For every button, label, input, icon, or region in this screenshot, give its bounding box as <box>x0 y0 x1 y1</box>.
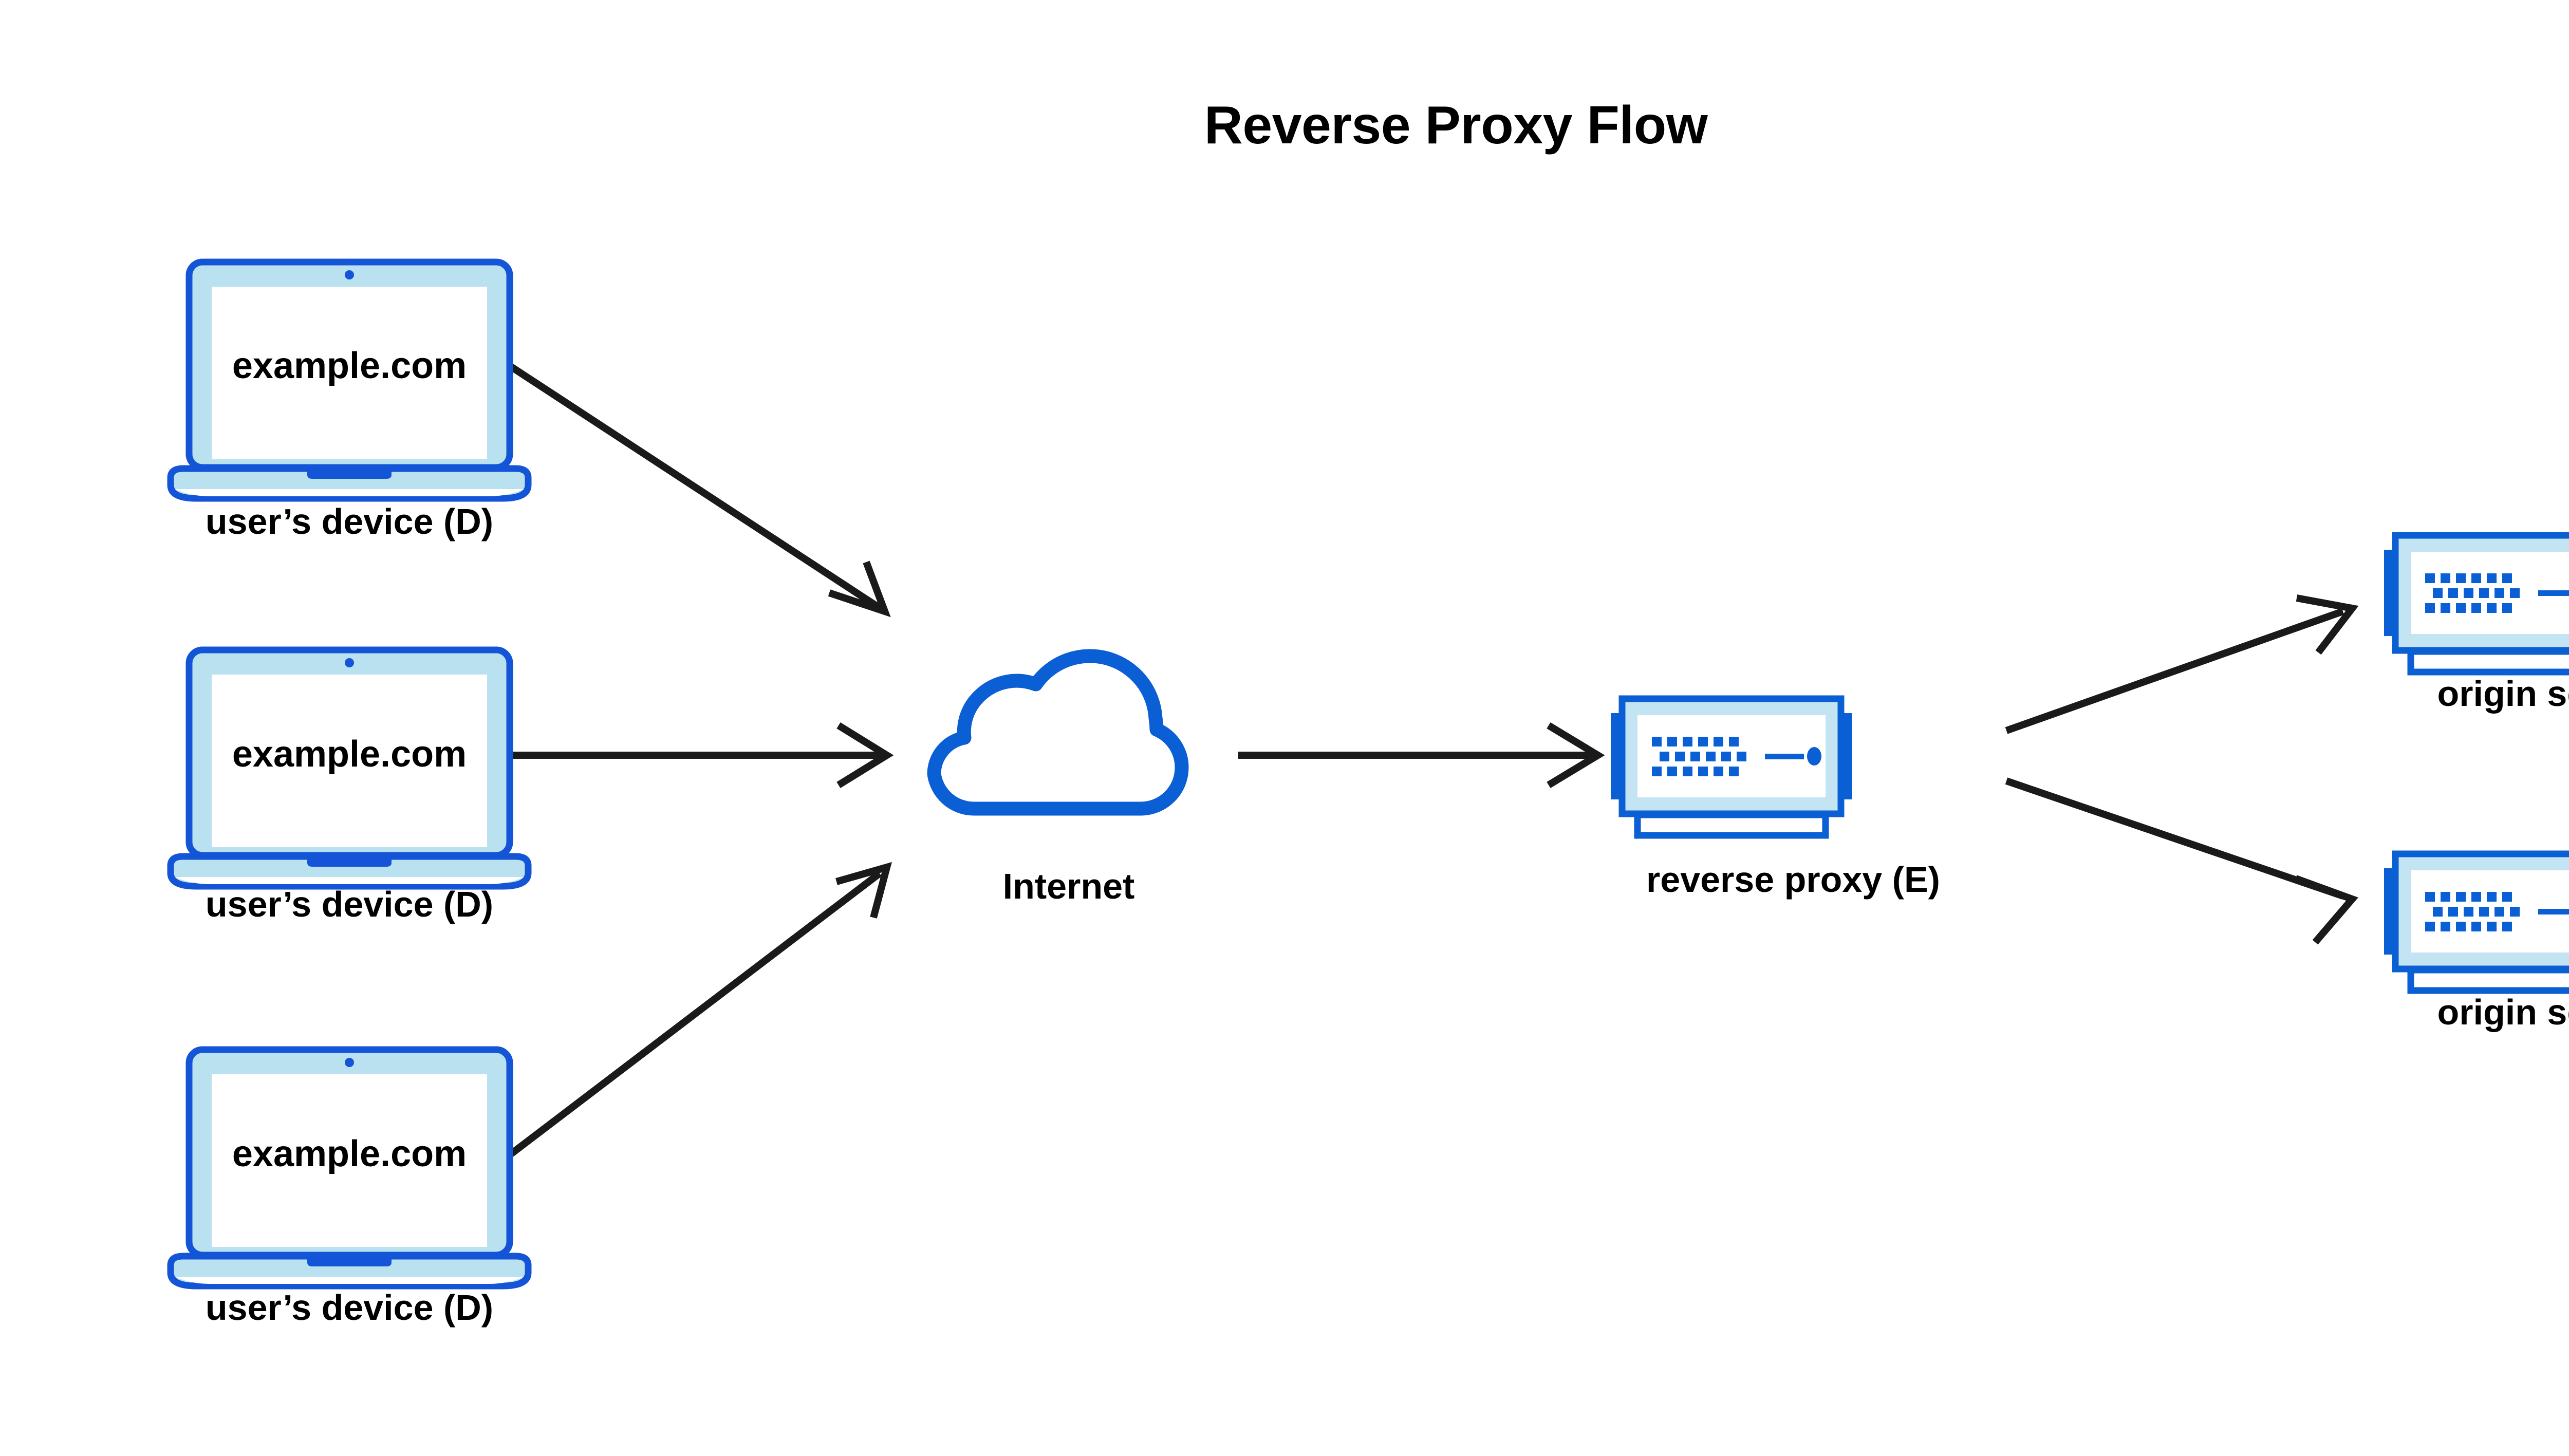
screen-text-device-3: example.com <box>232 1133 467 1174</box>
node-label-internet: Internet <box>1002 866 1135 906</box>
server-icon-origin-1[interactable] <box>2384 535 2569 672</box>
edge-reverse-proxy-to-origin-2 <box>2005 777 2358 945</box>
node-label-device-1: user’s device (D) <box>205 501 494 542</box>
edge-reverse-proxy-to-origin-1 <box>2005 594 2359 734</box>
edge-internet-to-reverse-proxy <box>1238 722 1605 788</box>
page-title: Reverse Proxy Flow <box>1204 96 1708 155</box>
server-icon-reverse-proxy[interactable] <box>1611 699 1852 835</box>
server-icon-origin-2[interactable] <box>2384 854 2569 991</box>
node-label-origin-2: origin server (F) <box>2437 992 2569 1032</box>
screen-text-device-2: example.com <box>232 734 467 775</box>
screen-text-device-1: example.com <box>232 345 467 386</box>
edge-layer <box>507 363 2359 1158</box>
node-label-origin-1: origin server (F) <box>2437 674 2569 714</box>
node-label-reverse-proxy: reverse proxy (E) <box>1646 860 1940 900</box>
node-label-device-3: user’s device (D) <box>205 1287 494 1328</box>
node-label-device-2: user’s device (D) <box>205 884 494 924</box>
edge-device-1-to-internet <box>508 363 891 618</box>
cloud-icon-internet[interactable] <box>934 656 1182 809</box>
edge-device-3-to-internet <box>507 862 892 1158</box>
edge-device-2-to-internet <box>510 722 894 788</box>
